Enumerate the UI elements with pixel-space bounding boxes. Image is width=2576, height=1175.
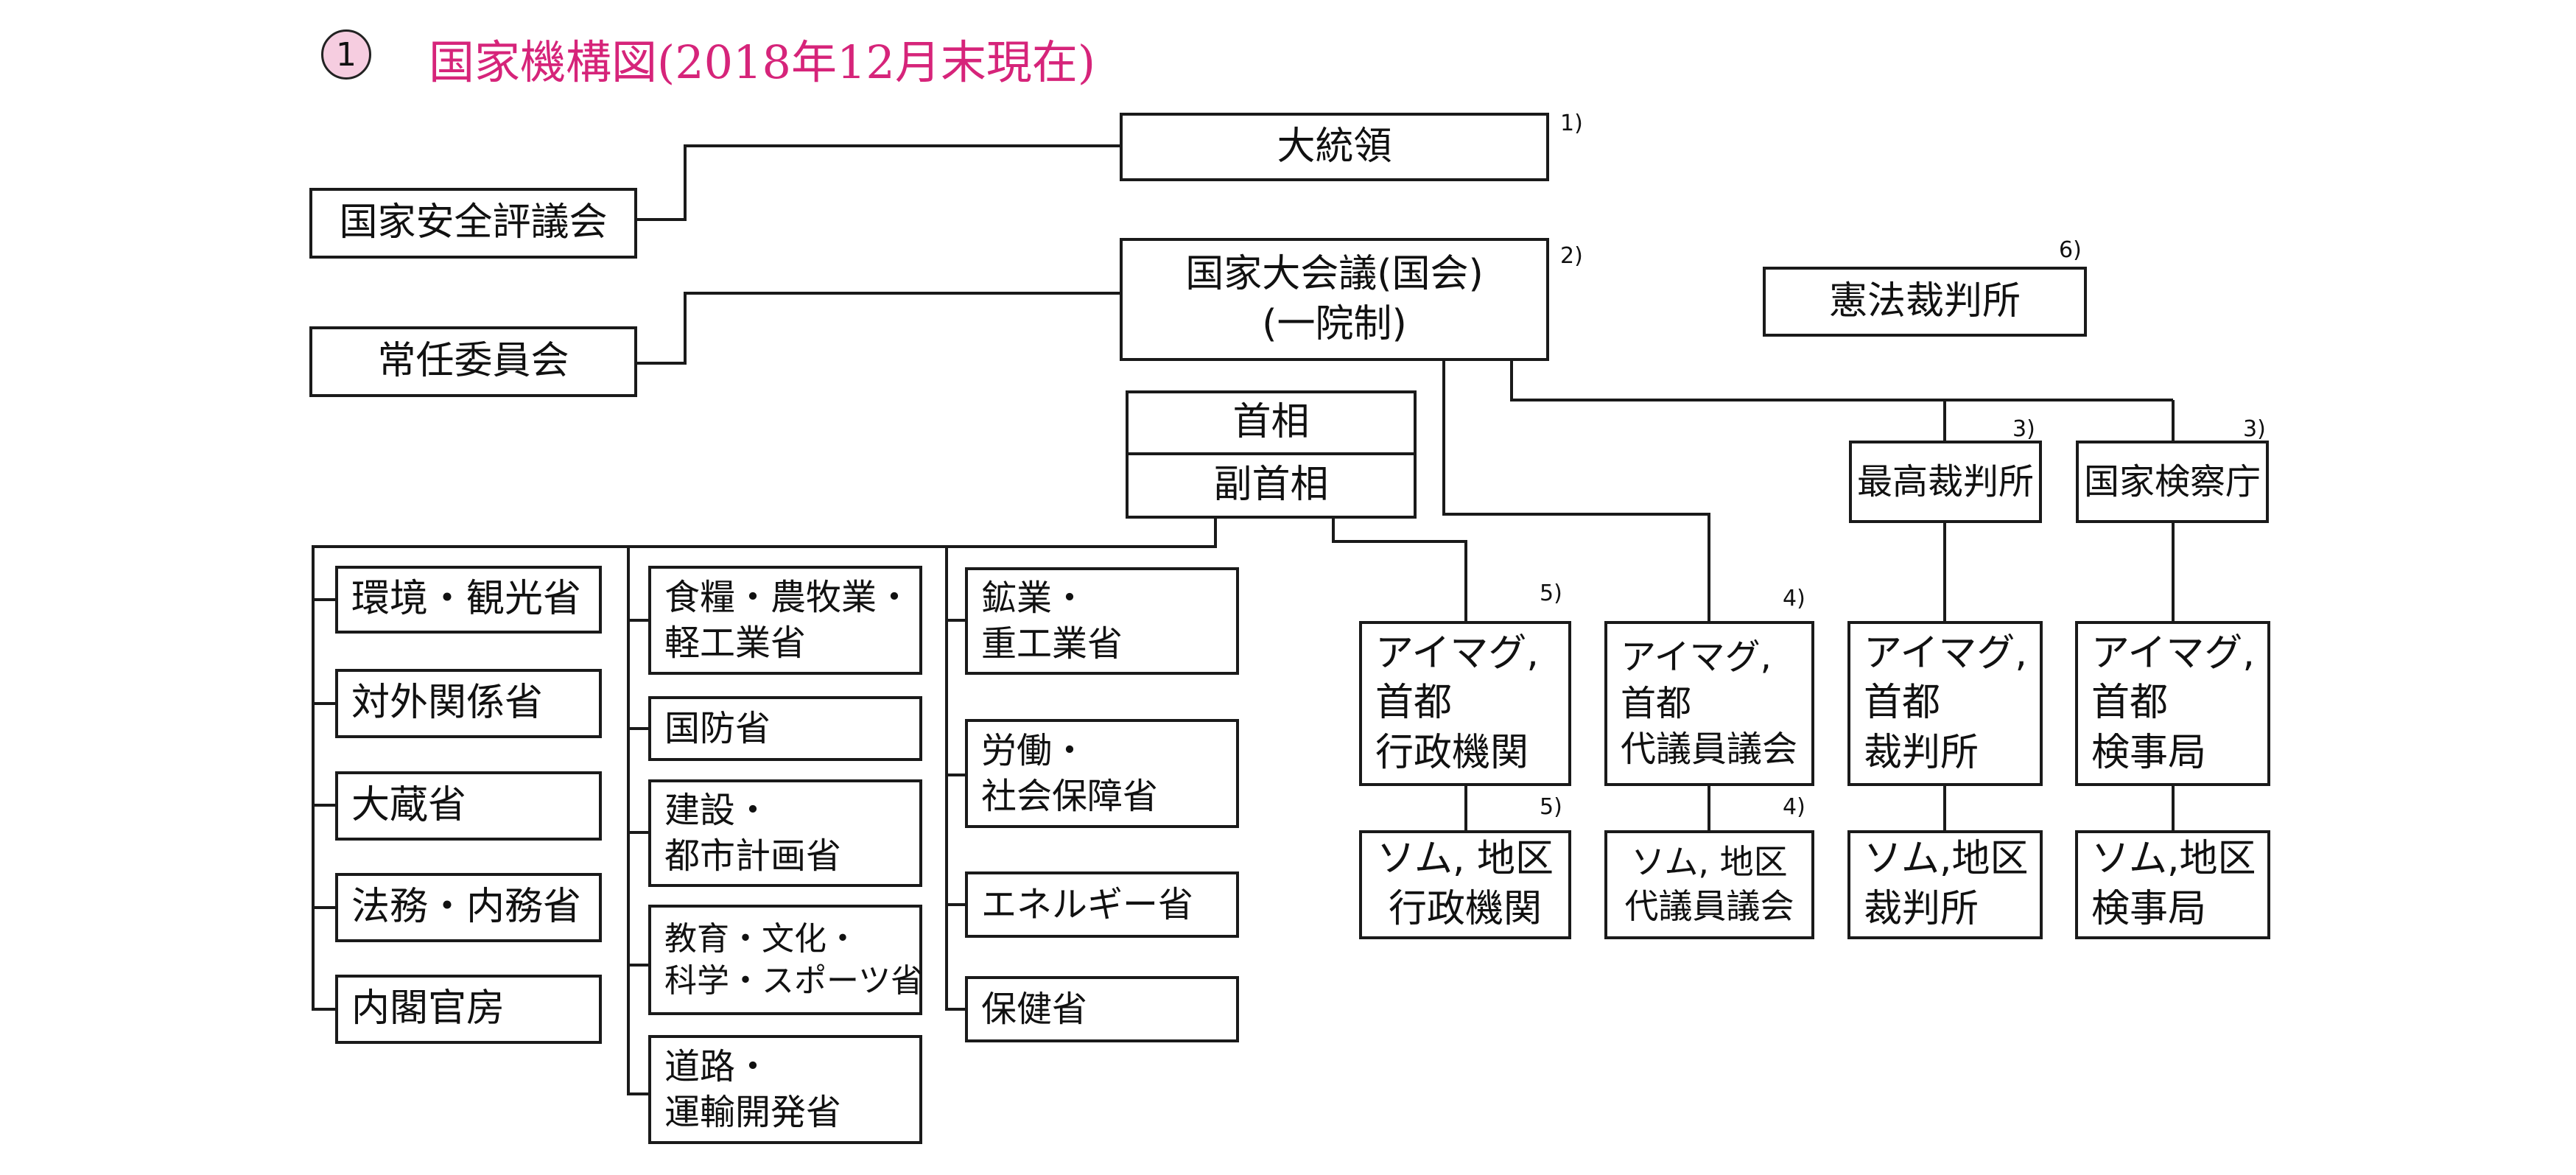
ministry-box: 大蔵省	[335, 771, 602, 841]
note-constitutional-court: 6)	[2059, 237, 2082, 263]
connector-col3	[945, 547, 965, 1011]
connector-hural-judiciary	[1510, 359, 2173, 401]
ministry-box: 保健省	[965, 976, 1239, 1042]
supreme-court-box: 最高裁判所	[1849, 441, 2042, 523]
ministry-box: 対外関係省	[335, 669, 602, 738]
prosecutor-box: 国家検察庁	[2076, 441, 2269, 523]
ministry-box: 鉱業・ 重工業省	[965, 567, 1239, 675]
president-box: 大統領	[1120, 113, 1549, 181]
ministry-box: 国防省	[648, 696, 922, 761]
title-number-badge: 1	[321, 29, 371, 80]
security-council-box: 国家安全評議会	[309, 188, 637, 259]
prime-minister-box: 首相	[1126, 390, 1417, 455]
note-soum-assembly: 4)	[1783, 794, 1805, 820]
aimag-court-box: アイマグ, 首都 裁判所	[1847, 621, 2043, 786]
aimag-prosecutor-box: アイマグ, 首都 検事局	[2075, 621, 2270, 786]
ministry-box: 内閣官房	[335, 975, 602, 1044]
ministry-box: 労働・ 社会保障省	[965, 719, 1239, 828]
connector-president-council	[637, 144, 1120, 221]
note-supreme-court: 3)	[2012, 416, 2035, 442]
constitutional-court-box: 憲法裁判所	[1763, 267, 2087, 337]
note-prosecutor: 3)	[2243, 416, 2266, 442]
note-president: 1)	[1560, 111, 1583, 136]
soum-assembly-box: ソム, 地区 代議員議会	[1604, 830, 1814, 939]
chart-title: 国家機構図(2018年12月末現在)	[429, 35, 1096, 89]
great-hural-box: 国家大会議(国会) (一院制)	[1120, 238, 1549, 361]
connector-hural-committee	[637, 292, 1120, 365]
ministry-box: 道路・ 運輸開発省	[648, 1035, 922, 1144]
ministry-box: 教育・文化・ 科学・スポーツ省	[648, 905, 923, 1015]
ministry-box: エネルギー省	[965, 871, 1239, 938]
standing-committee-box: 常任委員会	[309, 326, 637, 397]
ministry-box: 食糧・農牧業・ 軽工業省	[648, 566, 922, 675]
connector-dpm-admin	[1332, 518, 1467, 621]
connector-col2	[627, 547, 648, 1095]
aimag-admin-box: アイマグ, 首都 行政機関	[1359, 621, 1571, 786]
note-aimag-assembly: 4)	[1783, 586, 1805, 611]
note-soum-admin: 5)	[1540, 794, 1562, 820]
ministry-box: 法務・内務省	[335, 873, 602, 942]
soum-prosecutor-box: ソム,地区 検事局	[2075, 830, 2270, 939]
connector-hural-assembly	[1442, 359, 1710, 621]
aimag-assembly-box: アイマグ, 首都 代議員議会	[1604, 621, 1814, 786]
deputy-pm-box: 副首相	[1126, 452, 1417, 519]
soum-court-box: ソム,地区 裁判所	[1847, 830, 2043, 939]
note-great-hural: 2)	[1560, 243, 1583, 269]
ministry-box: 環境・観光省	[335, 566, 602, 634]
note-aimag-admin: 5)	[1540, 581, 1562, 606]
ministry-box: 建設・ 都市計画省	[648, 779, 922, 887]
soum-admin-box: ソム, 地区 行政機関	[1359, 830, 1571, 939]
